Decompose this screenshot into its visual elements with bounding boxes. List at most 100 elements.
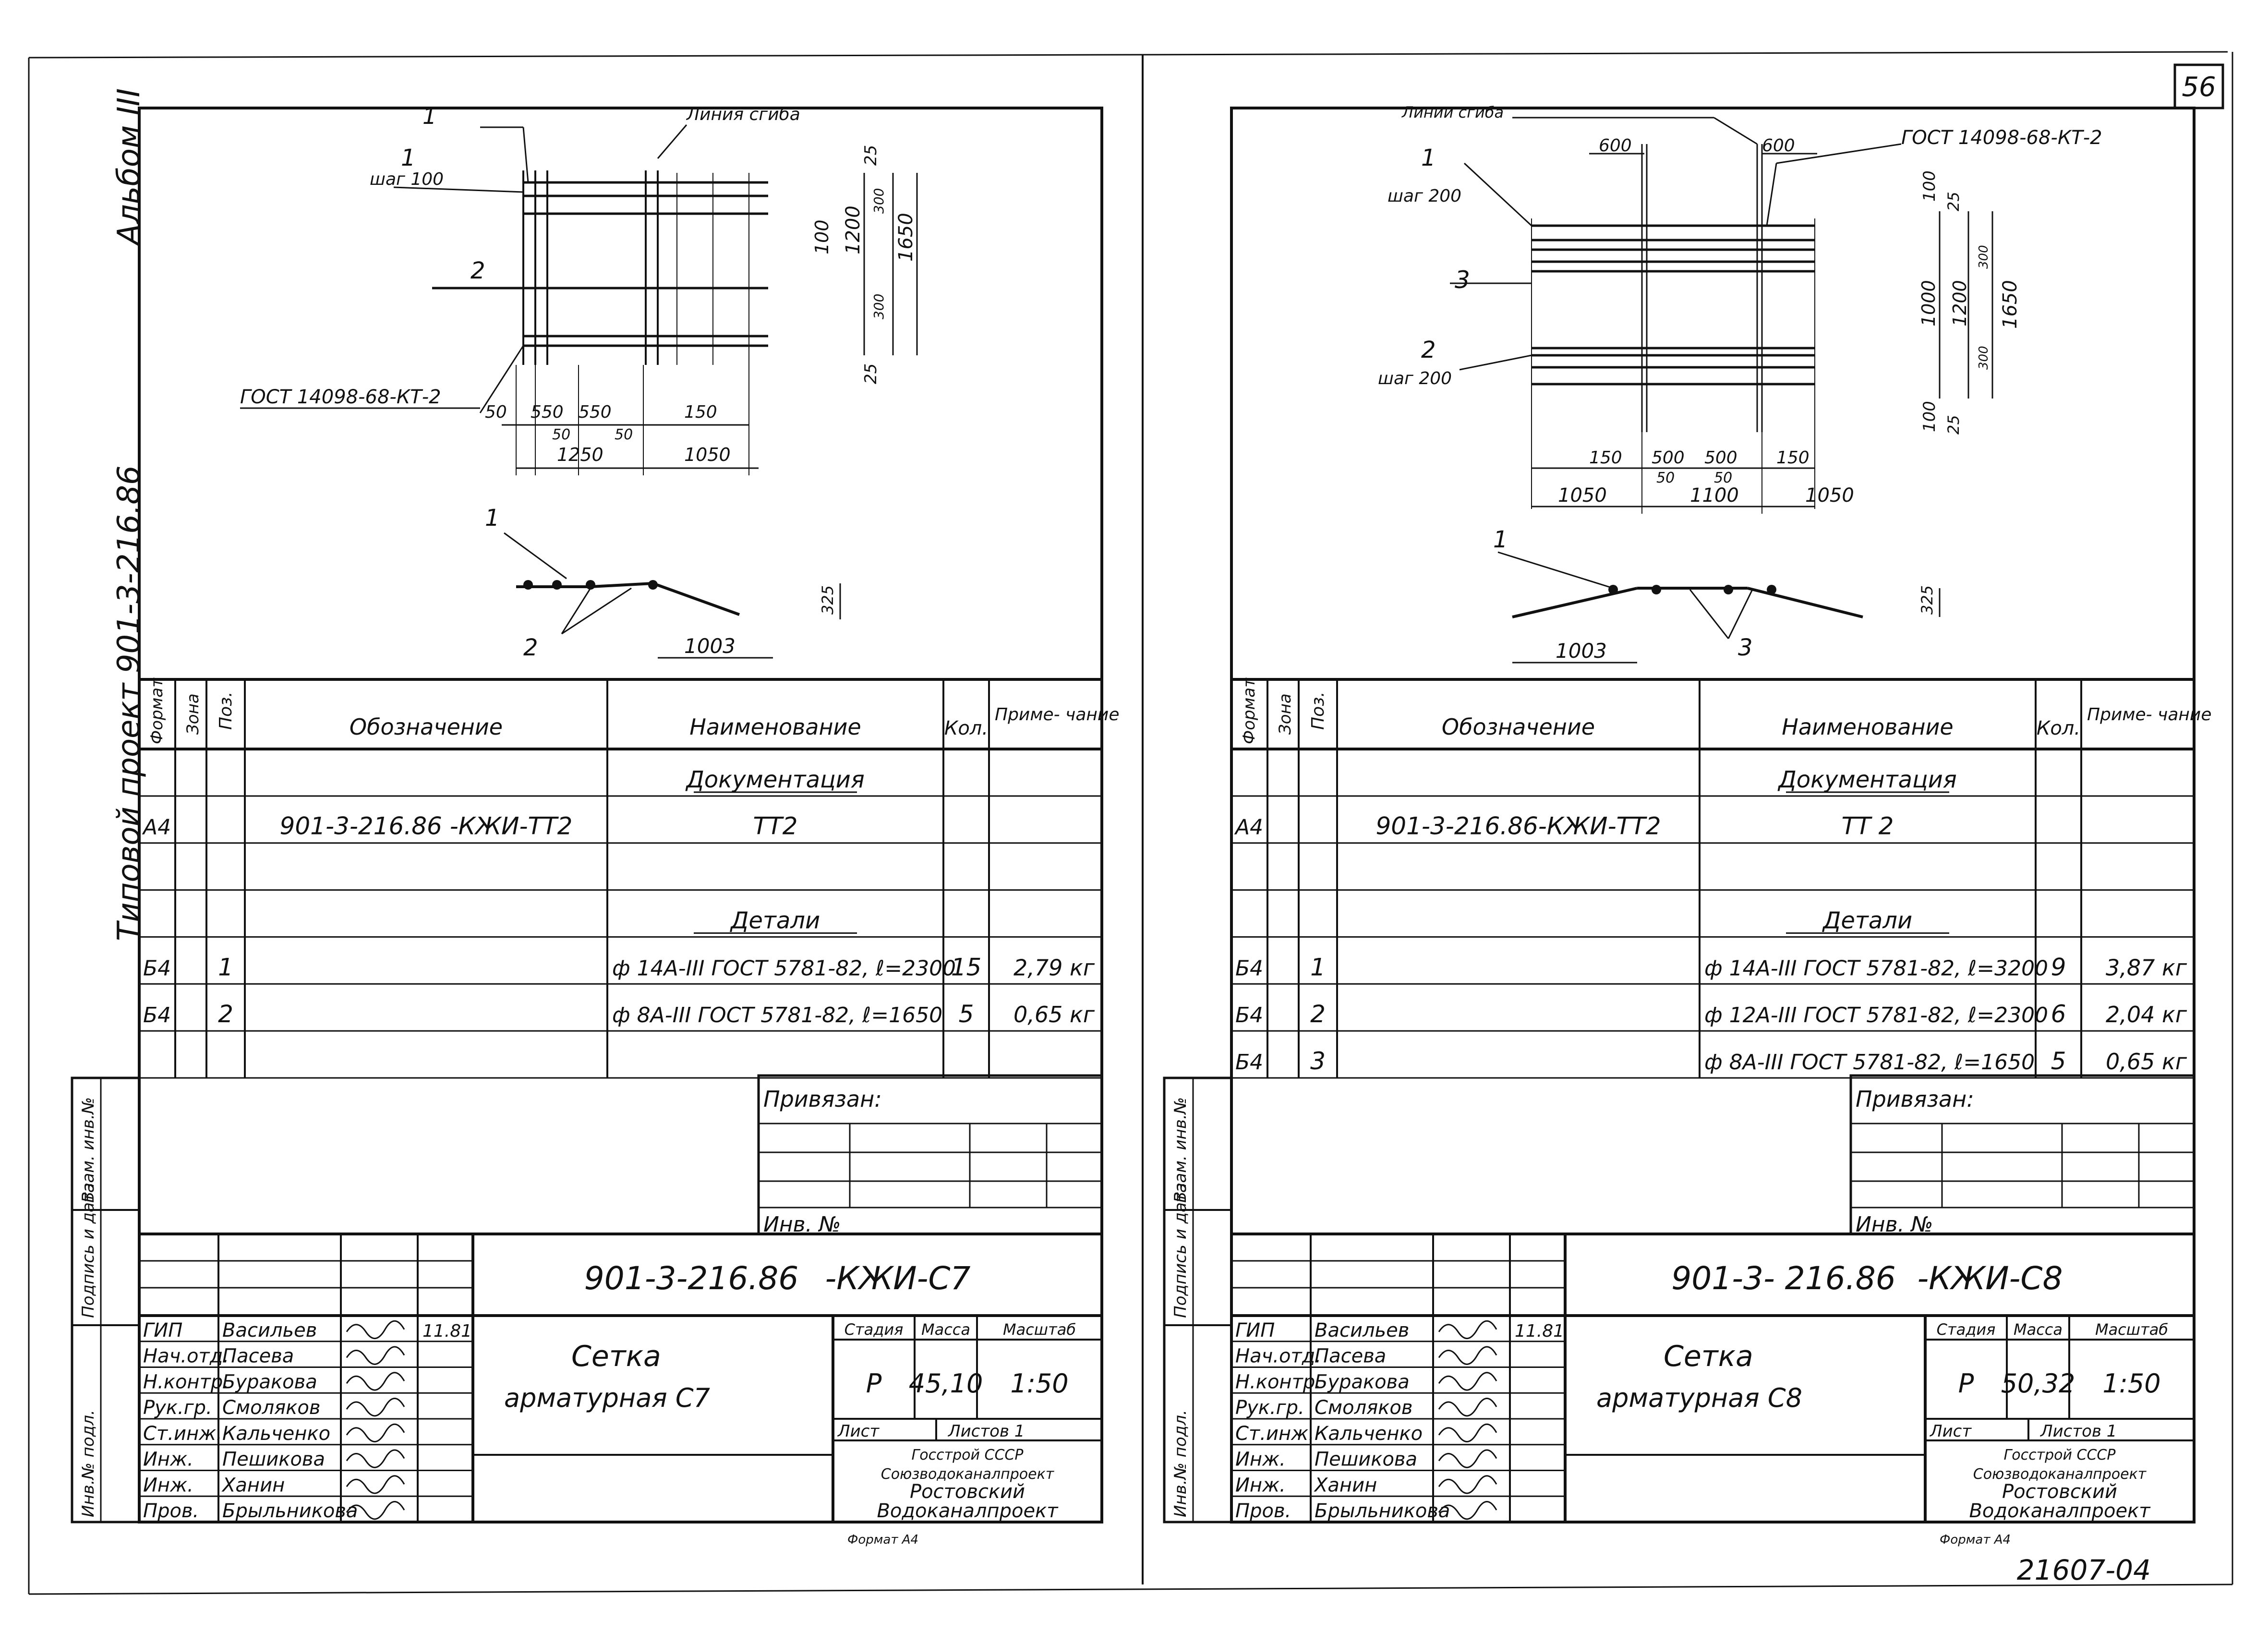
dim-v: 1200 — [1949, 280, 1970, 326]
format-label: Формат А4 — [1940, 1533, 2011, 1547]
dim-h: 150 — [1589, 448, 1622, 468]
staff-role: Ст.инж. — [143, 1423, 222, 1445]
signature — [1438, 1449, 1497, 1468]
header-note: Приме- чание — [995, 705, 1119, 725]
staff-name: Смоляков — [222, 1397, 320, 1419]
staff-name: Буракова — [1315, 1371, 1410, 1393]
mass-value: 45,10 — [909, 1368, 983, 1399]
cell-note: 2,04 кг — [2106, 1002, 2187, 1028]
dim-h: 150 — [684, 402, 717, 422]
signature — [346, 1475, 405, 1494]
header-note: Приме- чание — [2087, 705, 2211, 725]
staff-role: ГИП — [1235, 1319, 1275, 1342]
section-title: Детали — [730, 907, 820, 934]
staff-name: Смоляков — [1315, 1397, 1412, 1419]
dim-v: 1200 — [842, 206, 864, 254]
cell-name: ф 8А-III ГОСТ 5781-82, ℓ=1650 — [1704, 1050, 2035, 1075]
sheet-frame — [138, 107, 1103, 1523]
weld-point — [648, 580, 658, 590]
album-label: Альбом III — [111, 88, 147, 247]
gost-label: ГОСТ 14098-68-КТ-2 — [240, 386, 441, 408]
org-line: Союзводоканалпроект — [881, 1466, 1055, 1483]
pos-label: 3 — [1738, 634, 1753, 661]
dim-h: 1050 — [684, 444, 731, 465]
dim-v: 1000 — [1918, 280, 1939, 326]
cell-qty: 5 — [959, 1000, 974, 1028]
mass-value: 50,32 — [2001, 1368, 2075, 1399]
dim-v: 25 — [861, 145, 881, 166]
signature — [1438, 1398, 1497, 1417]
cell-name: ф 14А-III ГОСТ 5781-82, ℓ=3200 — [1704, 956, 2048, 980]
page-number: 56 — [2182, 72, 2216, 103]
sheet-label: Лист — [1929, 1422, 1972, 1441]
dim-h: 550 — [579, 402, 612, 422]
leader — [1713, 117, 1758, 145]
weld-point — [1767, 585, 1776, 594]
staff-role: Инж. — [1235, 1474, 1286, 1496]
privyazan-label: Привязан: — [763, 1086, 882, 1112]
dim-h: 1003 — [684, 634, 736, 658]
signature — [1438, 1372, 1497, 1391]
leader — [561, 588, 591, 634]
staff-role: Рук.гр. — [1235, 1397, 1304, 1419]
step-label: шаг 100 — [370, 169, 444, 189]
dim-v: 100 — [1920, 401, 1939, 432]
weld-point — [586, 580, 595, 590]
leader — [504, 532, 567, 580]
signature — [346, 1423, 405, 1443]
cell-name: ф 14А-III ГОСТ 5781-82, ℓ=2300 — [612, 956, 956, 980]
dim-v: 325 — [1918, 585, 1936, 615]
signature — [1438, 1501, 1497, 1520]
dim-h: 600 — [1599, 136, 1632, 156]
dim-h: 150 — [1776, 448, 1810, 468]
cell-name: ф 12А-III ГОСТ 5781-82, ℓ=2300 — [1704, 1003, 2048, 1028]
dim-v: 1650 — [1999, 280, 2021, 329]
leader — [1727, 589, 1753, 639]
profile-bar — [1747, 587, 1863, 618]
stamp-strip — [71, 1076, 141, 1523]
doc-code: 901-3- 216.86 — [1671, 1260, 1896, 1297]
staff-name: Кальченко — [1315, 1423, 1423, 1445]
dim-v: 325 — [819, 585, 837, 615]
cell-name: ТТ2 — [753, 812, 798, 840]
staff-role: ГИП — [143, 1319, 182, 1342]
dim-v: 25 — [861, 363, 881, 384]
section-title: Документация — [685, 766, 865, 793]
bend-label: Линии сгиба — [1401, 103, 1504, 121]
dim-h: 1050 — [1805, 484, 1854, 507]
org-line: Госстрой СССР — [2004, 1447, 2116, 1463]
weld-point — [523, 580, 533, 590]
page-number-box — [2173, 63, 2224, 109]
header-name: Наименование — [1782, 714, 1953, 740]
section-title: Детали — [1822, 907, 1912, 934]
doc-code: 901-3-216.86 — [584, 1260, 799, 1297]
stamp-strip — [1163, 1076, 1233, 1523]
staff-role: Нач.отд. — [143, 1345, 229, 1367]
stage-label: Стадия — [844, 1320, 904, 1339]
pos-label: 3 — [1455, 266, 1470, 294]
staff-name: Ханин — [221, 1474, 285, 1496]
staff-role: Н.контр. — [143, 1371, 229, 1393]
cell-format: Б4 — [1235, 956, 1263, 980]
dim-h: 50 — [1714, 470, 1732, 486]
stamp-label-sign: Подпись и дата — [1171, 1183, 1190, 1318]
dim-v: 300 — [1977, 346, 1991, 370]
doc-suffix: -КЖИ-С7 — [825, 1260, 970, 1297]
staff-role: Инж. — [143, 1474, 193, 1496]
leader — [561, 587, 632, 635]
sheet-label: Лист — [837, 1422, 880, 1441]
scale-label: Масштаб — [1003, 1320, 1076, 1339]
archive-number: 21607-04 — [2017, 1554, 2151, 1586]
signature — [346, 1320, 405, 1340]
cell-format: Б4 — [1235, 1050, 1263, 1075]
cell-format: А4 — [142, 815, 171, 840]
leader — [1497, 551, 1614, 589]
dim-v: 25 — [1944, 192, 1963, 211]
profile-bar — [1512, 587, 1638, 618]
signature — [346, 1501, 405, 1520]
sheet-title-2: арматурная С8 — [1596, 1383, 1802, 1413]
project-label: Типовой проект 901-3-216.86 — [111, 465, 147, 941]
staff-role: Инж. — [143, 1449, 193, 1471]
cell-pos: 1 — [218, 953, 233, 981]
